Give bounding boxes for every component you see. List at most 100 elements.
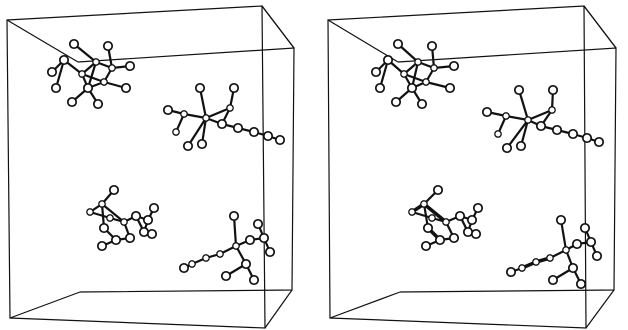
atom bbox=[444, 82, 456, 94]
atom bbox=[82, 82, 94, 94]
atom bbox=[240, 258, 252, 270]
atom bbox=[408, 208, 416, 216]
atom bbox=[462, 226, 474, 238]
cell-edge bbox=[261, 5, 295, 49]
bond bbox=[80, 72, 106, 84]
atom bbox=[535, 120, 547, 132]
atom bbox=[262, 130, 274, 142]
atom bbox=[162, 104, 174, 116]
atom bbox=[546, 254, 554, 262]
atom bbox=[551, 124, 563, 136]
atom bbox=[420, 240, 432, 252]
atom bbox=[102, 40, 114, 52]
atom bbox=[515, 140, 527, 152]
atom bbox=[148, 202, 160, 214]
atom bbox=[248, 126, 260, 138]
atom bbox=[252, 218, 264, 230]
atom bbox=[138, 226, 150, 238]
cell-edge bbox=[264, 289, 293, 329]
stereo-left-view bbox=[6, 5, 295, 329]
atom bbox=[502, 112, 510, 120]
cell-edge bbox=[6, 19, 79, 63]
atom bbox=[567, 128, 579, 140]
atom bbox=[448, 60, 460, 72]
atom bbox=[50, 82, 62, 94]
bond bbox=[186, 116, 208, 148]
atom bbox=[547, 274, 559, 286]
atom bbox=[518, 264, 526, 272]
bond bbox=[559, 218, 568, 252]
atom bbox=[228, 210, 240, 222]
molecule-2 bbox=[481, 84, 605, 154]
atom bbox=[202, 254, 210, 262]
molecule-3 bbox=[86, 184, 160, 252]
atom bbox=[416, 98, 428, 110]
atom bbox=[110, 234, 122, 246]
bond bbox=[100, 202, 126, 224]
atom bbox=[96, 240, 108, 252]
atom bbox=[548, 106, 556, 114]
atom bbox=[130, 210, 142, 222]
atom bbox=[448, 232, 460, 244]
atom bbox=[228, 82, 240, 94]
bond bbox=[198, 86, 208, 120]
atom bbox=[78, 70, 86, 78]
cell-front-face bbox=[327, 5, 587, 329]
atom bbox=[172, 128, 180, 136]
atom bbox=[66, 96, 78, 108]
atom bbox=[422, 222, 434, 234]
cell-edge bbox=[327, 19, 399, 63]
atom bbox=[196, 138, 208, 150]
atom bbox=[370, 66, 382, 78]
atom bbox=[274, 134, 286, 146]
atom bbox=[581, 132, 593, 144]
atom bbox=[142, 214, 154, 226]
bond bbox=[505, 118, 530, 150]
atom bbox=[481, 106, 493, 118]
bond bbox=[204, 106, 232, 120]
molecule-1 bbox=[370, 38, 460, 110]
atom bbox=[400, 70, 408, 78]
atom bbox=[226, 104, 234, 112]
atom bbox=[562, 246, 570, 254]
atom bbox=[108, 184, 120, 196]
molecule-4 bbox=[505, 214, 603, 290]
atom bbox=[585, 236, 597, 248]
atom bbox=[442, 218, 450, 226]
unit-cell-outline bbox=[6, 5, 295, 329]
atom bbox=[414, 58, 422, 66]
atom bbox=[420, 200, 428, 208]
atom bbox=[264, 246, 276, 258]
atom bbox=[532, 258, 540, 266]
atom bbox=[567, 262, 579, 274]
atom bbox=[98, 200, 106, 208]
atom bbox=[513, 84, 525, 96]
atom bbox=[547, 84, 559, 96]
atom bbox=[248, 274, 260, 286]
atom bbox=[232, 242, 240, 250]
atom bbox=[494, 130, 502, 138]
atom bbox=[591, 250, 603, 262]
atom bbox=[100, 78, 108, 86]
atom bbox=[46, 66, 58, 78]
atom bbox=[124, 232, 136, 244]
atom bbox=[86, 208, 94, 216]
atom bbox=[106, 214, 114, 222]
atom bbox=[244, 234, 256, 246]
cell-back-face bbox=[77, 47, 295, 293]
atom bbox=[124, 60, 136, 72]
atom bbox=[434, 234, 446, 246]
atom bbox=[178, 262, 190, 274]
atom bbox=[120, 218, 128, 226]
atom bbox=[98, 222, 110, 234]
atom bbox=[108, 64, 116, 72]
atom bbox=[575, 278, 587, 290]
atom bbox=[58, 54, 70, 66]
atom bbox=[392, 38, 404, 50]
atom bbox=[466, 214, 478, 226]
atom bbox=[472, 202, 484, 214]
bond bbox=[526, 108, 554, 122]
atom bbox=[180, 110, 188, 118]
cell-back-face bbox=[397, 47, 617, 293]
